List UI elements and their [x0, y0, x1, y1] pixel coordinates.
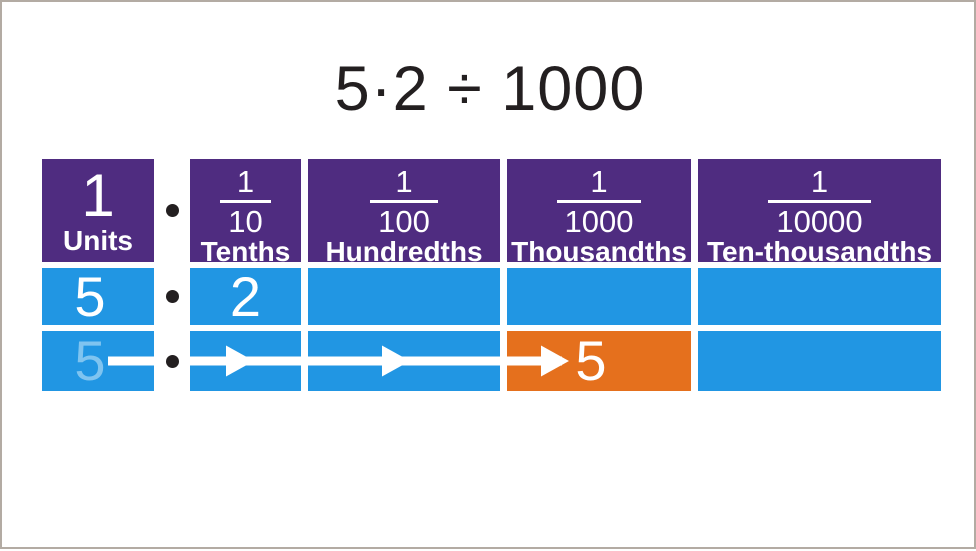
fraction-numerator: 1	[590, 164, 608, 199]
units-label: Units	[63, 225, 133, 257]
fraction-numerator: 1	[236, 164, 255, 199]
decimal-point-dot	[165, 290, 179, 303]
dividend-ten-thousandths-cell	[698, 268, 941, 325]
hundredths-label: Hundredths	[325, 236, 483, 267]
decimal-column-dividend	[161, 268, 183, 325]
fraction-denominator: 100	[370, 200, 438, 237]
page-title: 5·2 ÷ 1000	[334, 54, 646, 124]
dividend-tenths-cell: 2	[190, 268, 301, 325]
header-tenths: 1 10 Tenths	[190, 159, 301, 267]
hundredths-fraction: 1 100	[370, 166, 438, 237]
result-thousandths-cell: 5	[507, 331, 691, 391]
dividend-units-cell: 5	[42, 268, 154, 325]
result-tenths-cell	[190, 331, 301, 391]
thousandths-fraction: 1 1000	[556, 164, 642, 237]
ten-thousandths-fraction: 1 10000	[768, 164, 871, 237]
ten-thousandths-label: Ten-thousandths	[706, 236, 932, 267]
header-thousandths: 1 1000 Thousandths	[507, 159, 691, 267]
fraction-numerator: 1	[810, 164, 829, 199]
place-value-table: 1 Units 1 10 Tenths 1 100 Hundredths 1 1…	[42, 159, 941, 391]
dividend-tenths-digit: 2	[229, 264, 262, 328]
dividend-hundredths-cell	[308, 268, 500, 325]
fraction-denominator: 1000	[556, 200, 642, 237]
fraction-denominator: 10000	[768, 200, 871, 237]
result-units-ghost-digit: 5	[74, 329, 106, 392]
units-value: 1	[81, 162, 115, 229]
result-ten-thousandths-cell	[698, 331, 941, 391]
decimal-column-result	[161, 331, 183, 391]
fraction-numerator: 1	[395, 164, 413, 199]
decimal-column-header	[161, 159, 183, 262]
fraction-denominator: 10	[220, 200, 271, 237]
header-hundredths: 1 100 Hundredths	[308, 159, 500, 267]
result-units-cell: 5	[42, 331, 154, 391]
header-units: 1 Units	[42, 159, 154, 262]
thousandths-label: Thousandths	[511, 236, 687, 267]
header-ten-thousandths: 1 10000 Ten-thousandths	[698, 159, 941, 267]
tenths-fraction: 1 10	[220, 164, 271, 237]
result-hundredths-cell	[308, 331, 500, 391]
dividend-thousandths-cell	[507, 268, 691, 325]
result-thousandths-digit: 5	[575, 329, 607, 392]
decimal-point-dot	[165, 354, 179, 368]
dividend-units-digit: 5	[74, 264, 106, 328]
decimal-point-dot	[165, 204, 179, 217]
tenths-label: Tenths	[200, 236, 291, 267]
